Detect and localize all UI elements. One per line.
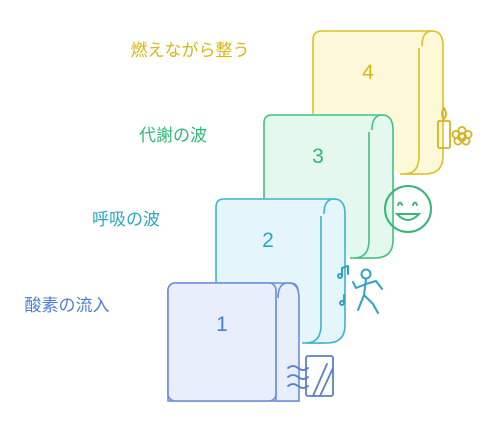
step-2-scroll-curl	[305, 198, 346, 344]
step-4-scroll-curl	[403, 30, 444, 175]
step-4: 4 燃えながら整う	[131, 30, 473, 175]
dancing-person-icon	[337, 265, 383, 314]
step-2: 2 呼吸の波	[92, 198, 383, 344]
step-4-number: 4	[362, 61, 374, 84]
smiley-face-icon	[384, 185, 432, 233]
step-3: 3 代謝の波	[139, 114, 432, 259]
step-3-scroll-curl	[353, 114, 394, 259]
step-1-scroll-face	[167, 282, 277, 402]
step-2-number: 2	[262, 229, 274, 252]
step-4-label: 燃えながら整う	[131, 41, 250, 61]
step-3-number: 3	[312, 145, 324, 168]
candle-flower-icon	[437, 107, 473, 149]
breath-wind-icon	[287, 355, 334, 397]
step-2-label: 呼吸の波	[92, 210, 160, 230]
step-1: 1 酸素の流入	[25, 282, 334, 402]
step-1-label: 酸素の流入	[25, 296, 110, 316]
step-1-scroll-curl	[275, 282, 300, 402]
step-1-number: 1	[216, 313, 228, 336]
step-3-label: 代謝の波	[139, 126, 207, 146]
